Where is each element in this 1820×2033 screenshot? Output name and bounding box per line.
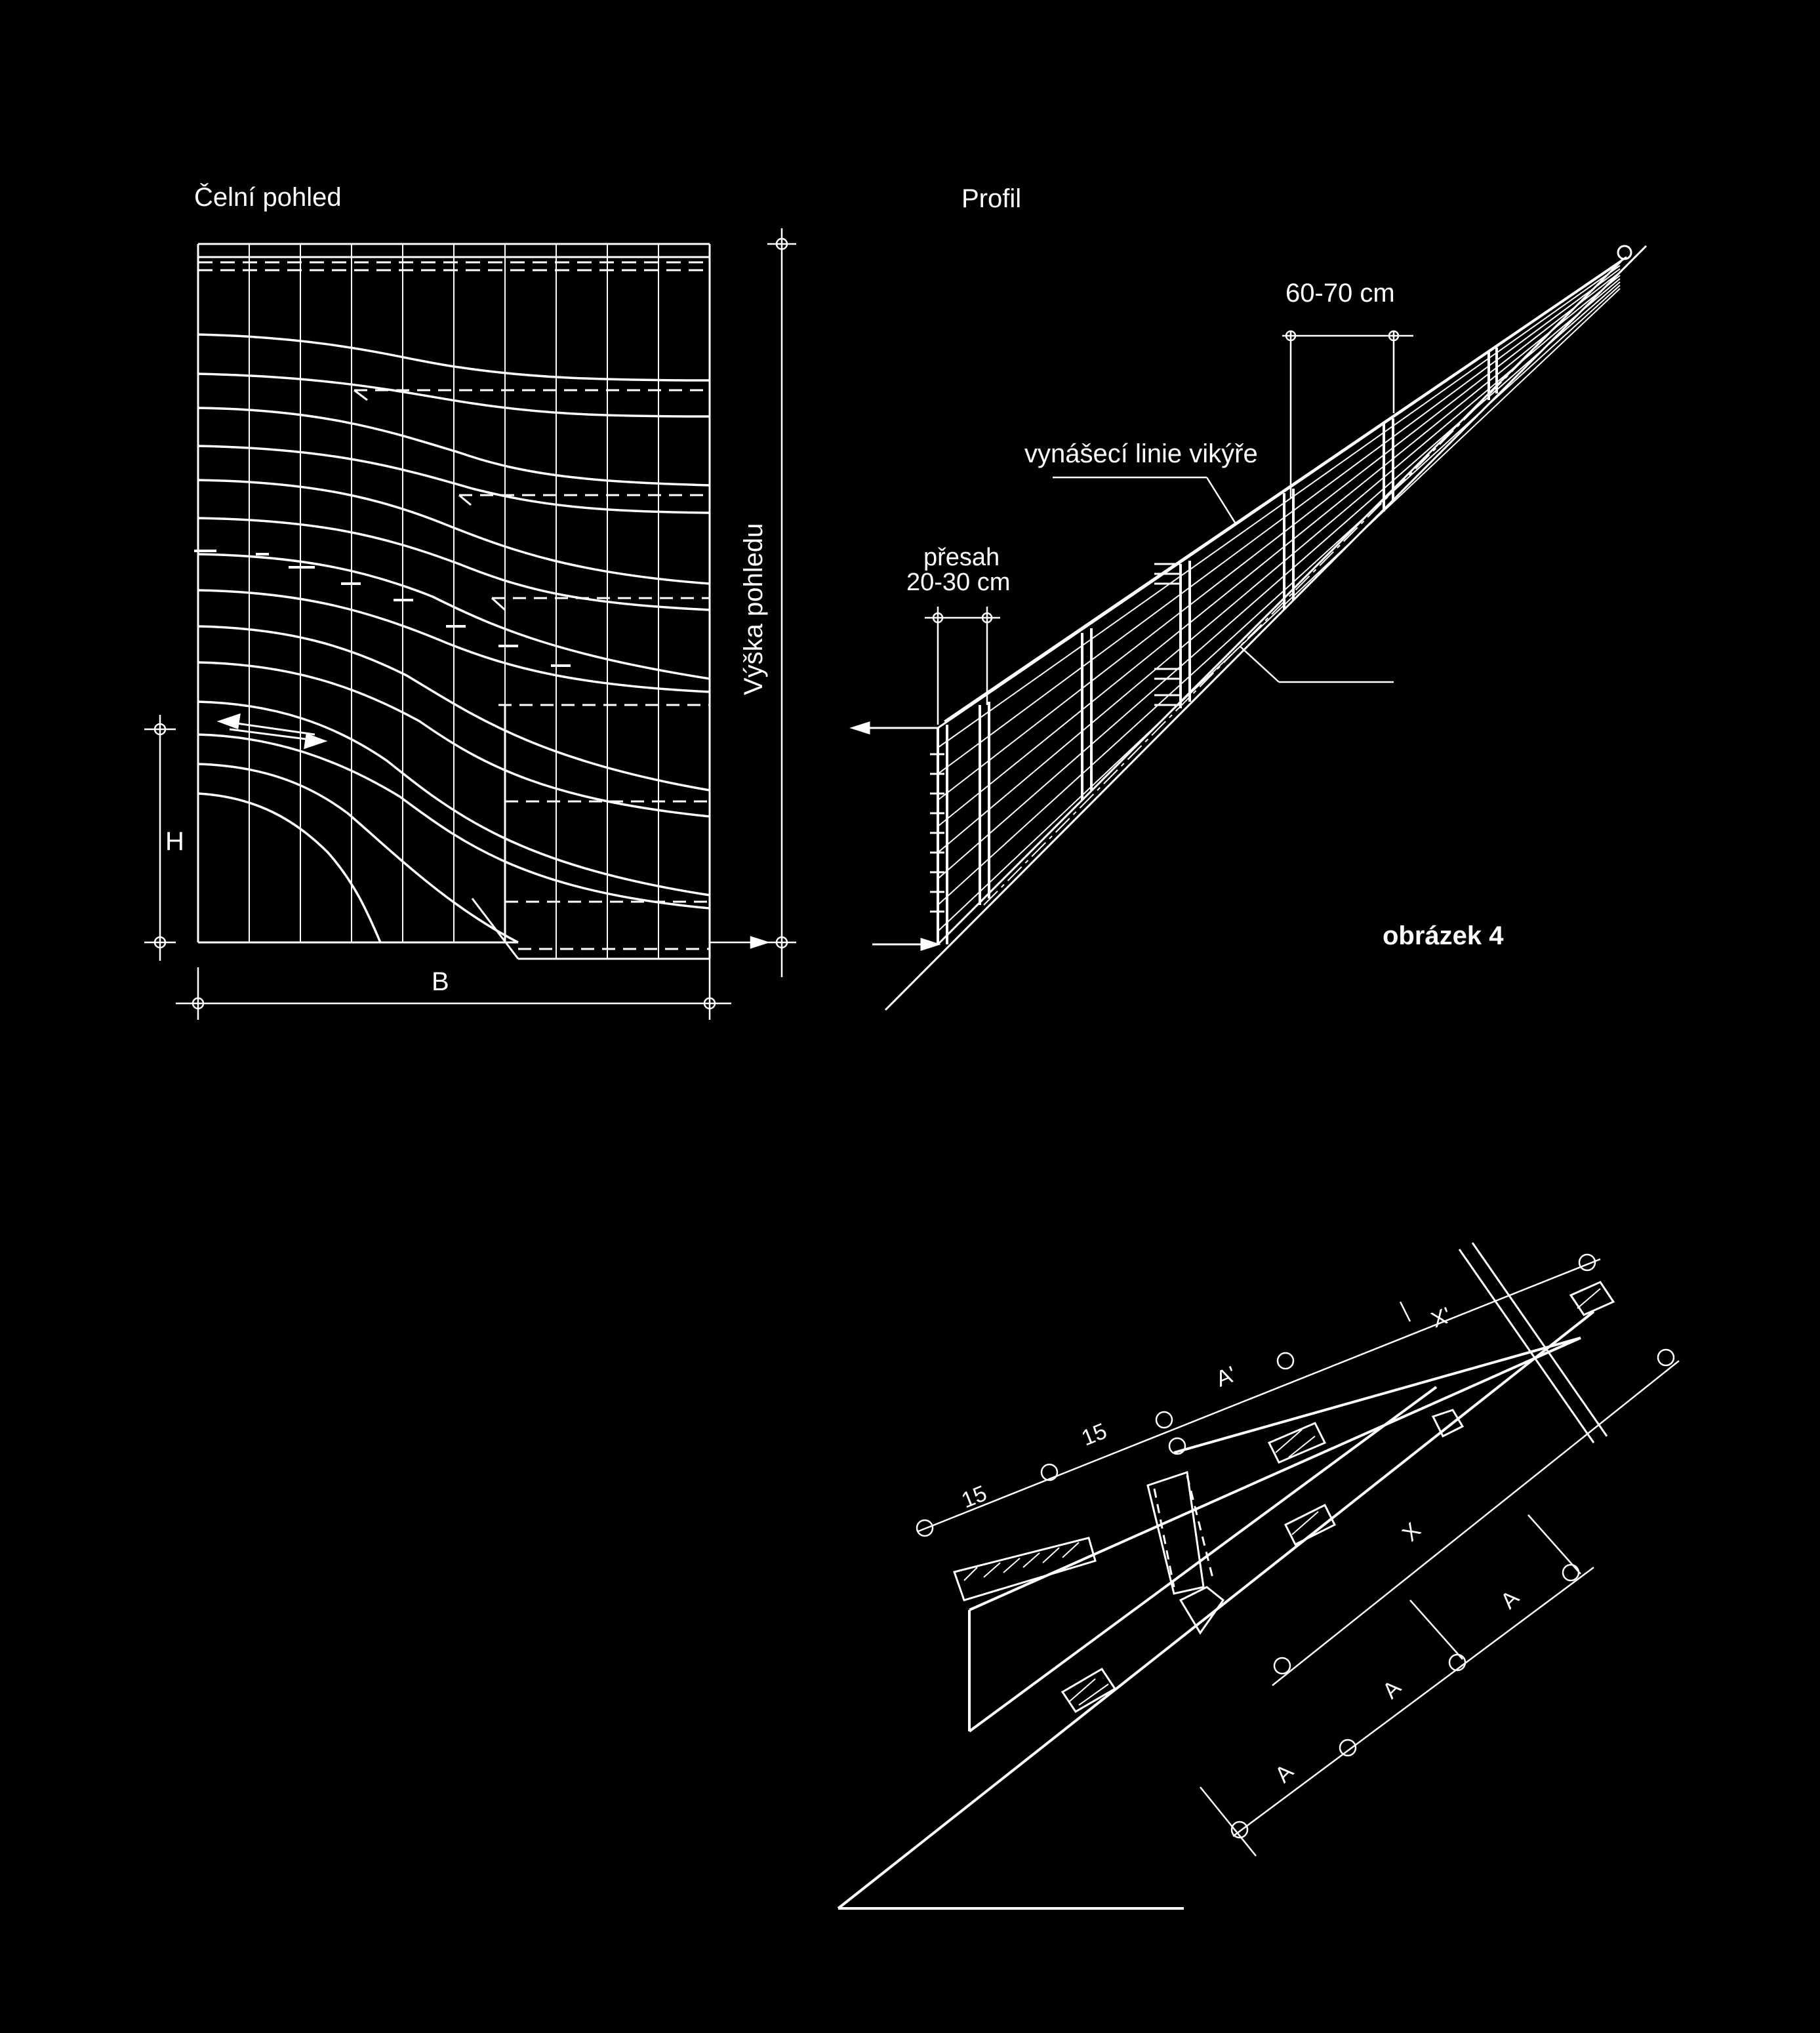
b-dimension [176, 959, 731, 1020]
spacing-dimension [1282, 330, 1413, 498]
dormer-line-leader [1053, 476, 1238, 525]
detail-hatching [963, 1288, 1601, 1706]
profile-view: Profil [849, 184, 1648, 1011]
detail-view: 15 15 A' X' X A A A [837, 1242, 1680, 1910]
front-dormer-dashes [354, 389, 710, 950]
label-a-3: A [1496, 1586, 1524, 1614]
profile-title: Profil [961, 184, 1021, 213]
front-view-title: Čelní pohled [194, 182, 342, 212]
detail-slopes [837, 1310, 1595, 1910]
overlap-dimension [925, 607, 1000, 725]
front-double-arrow [216, 713, 328, 750]
profile-fan-lines [937, 262, 1621, 932]
label-15-b: 15 [1078, 1419, 1110, 1451]
figure-label: obrázek 4 [1383, 921, 1504, 950]
profile-leader-2 [1239, 645, 1394, 683]
profile-roof-slope [884, 245, 1648, 1011]
front-dormer-cheek [354, 389, 710, 960]
detail-labels: 15 15 A' X' X A A A [958, 1302, 1524, 1787]
front-view: Čelní pohled [144, 182, 796, 1020]
label-x-prime: X' [1428, 1302, 1455, 1333]
front-overlap-ticks [194, 550, 571, 667]
detail-dashed-insert [1153, 1475, 1215, 1588]
profile-posts [937, 348, 1498, 944]
overlap-label-2: 20-30 cm [906, 569, 1010, 596]
label-a-1: A [1270, 1760, 1299, 1788]
detail-top-dimension [916, 1253, 1601, 1537]
profile-eave-ticks [930, 563, 1181, 913]
height-label: Výška pohledu [739, 523, 768, 695]
h-label: H [165, 827, 184, 856]
profile-eave-arrows [849, 721, 941, 952]
dormer-line-label: vynášecí linie vikýře [1024, 439, 1258, 468]
h-dimension [144, 715, 176, 961]
front-frame [197, 243, 711, 959]
detail-battens [953, 1281, 1615, 1714]
spacing-label: 60-70 cm [1285, 279, 1395, 308]
label-x: X [1398, 1518, 1426, 1546]
detail-right-dimension [1200, 1348, 1680, 1857]
label-a-2: A [1378, 1676, 1406, 1704]
label-a-prime: A' [1213, 1361, 1240, 1392]
label-15-a: 15 [958, 1481, 990, 1513]
front-course-curves [197, 333, 710, 944]
front-top-dashes [198, 261, 710, 272]
b-label: B [432, 967, 449, 996]
overlap-label-1: přesah [923, 544, 1000, 571]
detail-break-lines [1458, 1242, 1608, 1443]
height-dimension [710, 228, 796, 977]
